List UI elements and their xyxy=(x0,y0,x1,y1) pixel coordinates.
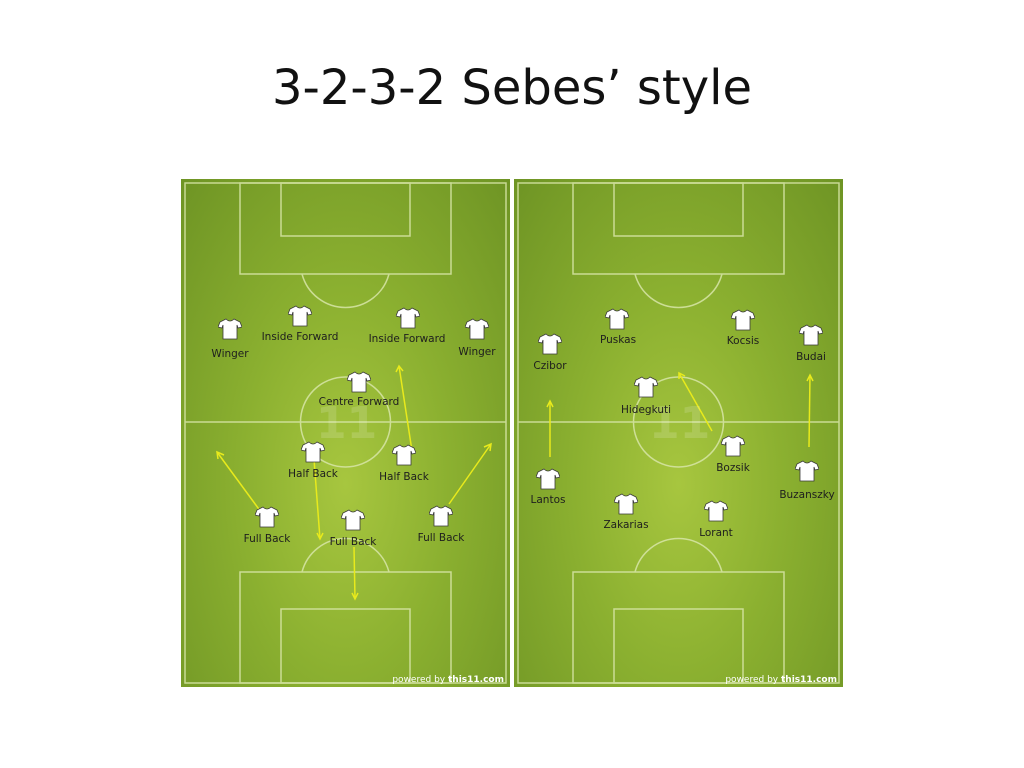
pitch-watermark: 11 xyxy=(316,398,378,449)
player-shirt-icon xyxy=(704,500,728,522)
player-shirt-icon xyxy=(795,460,819,482)
player-shirt-icon xyxy=(721,435,745,457)
player-shirt-icon xyxy=(731,309,755,331)
player-shirt-icon xyxy=(218,318,242,340)
player-shirt-icon xyxy=(634,376,658,398)
pitch-markings xyxy=(517,182,840,684)
pitch-markings xyxy=(184,182,507,684)
player-label: Zakarias xyxy=(603,519,649,531)
powered-by-credit: powered by this11.com xyxy=(392,675,504,685)
player-shirt-icon xyxy=(465,318,489,340)
player-label: Budai xyxy=(796,351,826,363)
player-label: Buzanszky xyxy=(779,489,835,501)
player-shirt-icon xyxy=(347,371,371,393)
player-label: Hidegkuti xyxy=(620,404,672,416)
player-label: Czibor xyxy=(533,360,567,372)
player-shirt-icon xyxy=(536,468,560,490)
player-label: Half Back xyxy=(379,471,429,483)
pitch-positions: 11 Winger Inside Forward Inside Forward … xyxy=(181,179,510,687)
player-shirt-icon xyxy=(301,441,325,463)
player-shirt-icon xyxy=(429,505,453,527)
player-label: Kocsis xyxy=(726,335,760,347)
player-shirt-icon xyxy=(605,308,629,330)
player-label: Full Back xyxy=(243,533,291,545)
player-label: Inside Forward xyxy=(261,331,339,343)
powered-by-text: powered by xyxy=(725,675,779,685)
movement-arrows xyxy=(546,371,814,457)
player-label: Lantos xyxy=(530,494,566,506)
player-shirt-icon xyxy=(392,444,416,466)
player-shirt-icon xyxy=(255,506,279,528)
player-shirt-icon xyxy=(799,324,823,346)
slide-title: 3-2-3-2 Sebes’ style xyxy=(272,60,752,116)
player-label: Inside Forward xyxy=(368,333,446,345)
player-label: Full Back xyxy=(329,536,377,548)
player-label: Full Back xyxy=(417,532,465,544)
player-shirt-icon xyxy=(288,305,312,327)
powered-by-credit: powered by this11.com xyxy=(725,675,837,685)
player-label: Winger xyxy=(458,346,496,358)
movement-arrows xyxy=(216,364,492,601)
player-label: Bozsik xyxy=(716,462,750,474)
powered-by-text: powered by xyxy=(392,675,446,685)
player-label: Half Back xyxy=(288,468,338,480)
pitch-watermark: 11 xyxy=(649,398,711,449)
formation-figure: 11 Winger Inside Forward Inside Forward … xyxy=(181,179,843,687)
player-shirt-icon xyxy=(341,509,365,531)
brand-logo-text: this11.com xyxy=(448,675,504,685)
pitch-names: 11 Czibor Puskas Kocsis Budai Hidegkuti … xyxy=(514,179,843,687)
player-shirt-icon xyxy=(538,333,562,355)
player-label: Puskas xyxy=(599,334,637,346)
player-label: Lorant xyxy=(699,527,733,539)
player-shirt-icon xyxy=(614,493,638,515)
player-label: Centre Forward xyxy=(318,396,400,408)
brand-logo-text: this11.com xyxy=(781,675,837,685)
player-label: Winger xyxy=(211,348,249,360)
player-shirt-icon xyxy=(396,307,420,329)
